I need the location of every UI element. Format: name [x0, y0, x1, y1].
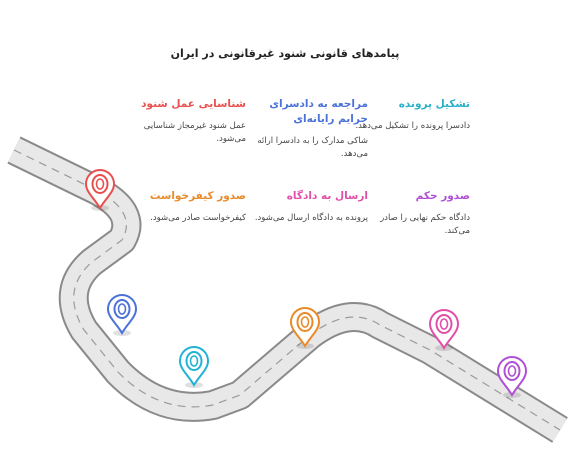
step-description: دادگاه حکم نهایی را صادر می‌کند. [380, 213, 470, 236]
step-send-to-court: ارسال به دادگاه پرونده به دادگاه ارسال م… [250, 189, 368, 225]
step-description: پرونده به دادگاه ارسال می‌شود. [254, 213, 368, 223]
step-description: شاکی مدارک را به دادسرا ارائه می‌دهد. [257, 136, 368, 159]
step-description: عمل شنود غیرمجاز شناسایی می‌شود. [143, 121, 246, 144]
cyan-marker-icon [178, 346, 210, 388]
orange-marker-icon [289, 307, 321, 349]
step-verdict: صدور حکم دادگاه حکم نهایی را صادر می‌کند… [352, 189, 470, 238]
step-title: تشکیل پرونده [398, 98, 470, 110]
step-title: ارسال به دادگاه [286, 190, 368, 202]
step-description: دادسرا پرونده را تشکیل می‌دهد. [355, 121, 470, 131]
step-title: صدور حکم [415, 190, 470, 202]
step-title: صدور کیفرخواست [149, 190, 246, 202]
pink-marker-icon [428, 309, 460, 351]
road-center-line [13, 149, 561, 431]
step-description: کیفرخواست صادر می‌شود. [150, 213, 246, 223]
blue-marker-icon [106, 294, 138, 336]
step-prosecutor-referral: مراجعه به دادسرای جرایم رایانه‌ای شاکی م… [250, 97, 368, 161]
step-file-creation: تشکیل پرونده دادسرا پرونده را تشکیل می‌د… [352, 97, 470, 133]
step-title: شناسایی عمل شنود [141, 98, 246, 110]
red-marker-icon [84, 169, 116, 211]
step-title: مراجعه به دادسرای جرایم رایانه‌ای [269, 98, 368, 125]
step-indictment: صدور کیفرخواست کیفرخواست صادر می‌شود. [128, 189, 246, 225]
diagram-title: پیامدهای قانونی شنود غیرقانونی در ایران [170, 47, 400, 60]
step-identify-wiretap: شناسایی عمل شنود عمل شنود غیرمجاز شناسای… [128, 97, 246, 146]
purple-marker-icon [496, 356, 528, 398]
